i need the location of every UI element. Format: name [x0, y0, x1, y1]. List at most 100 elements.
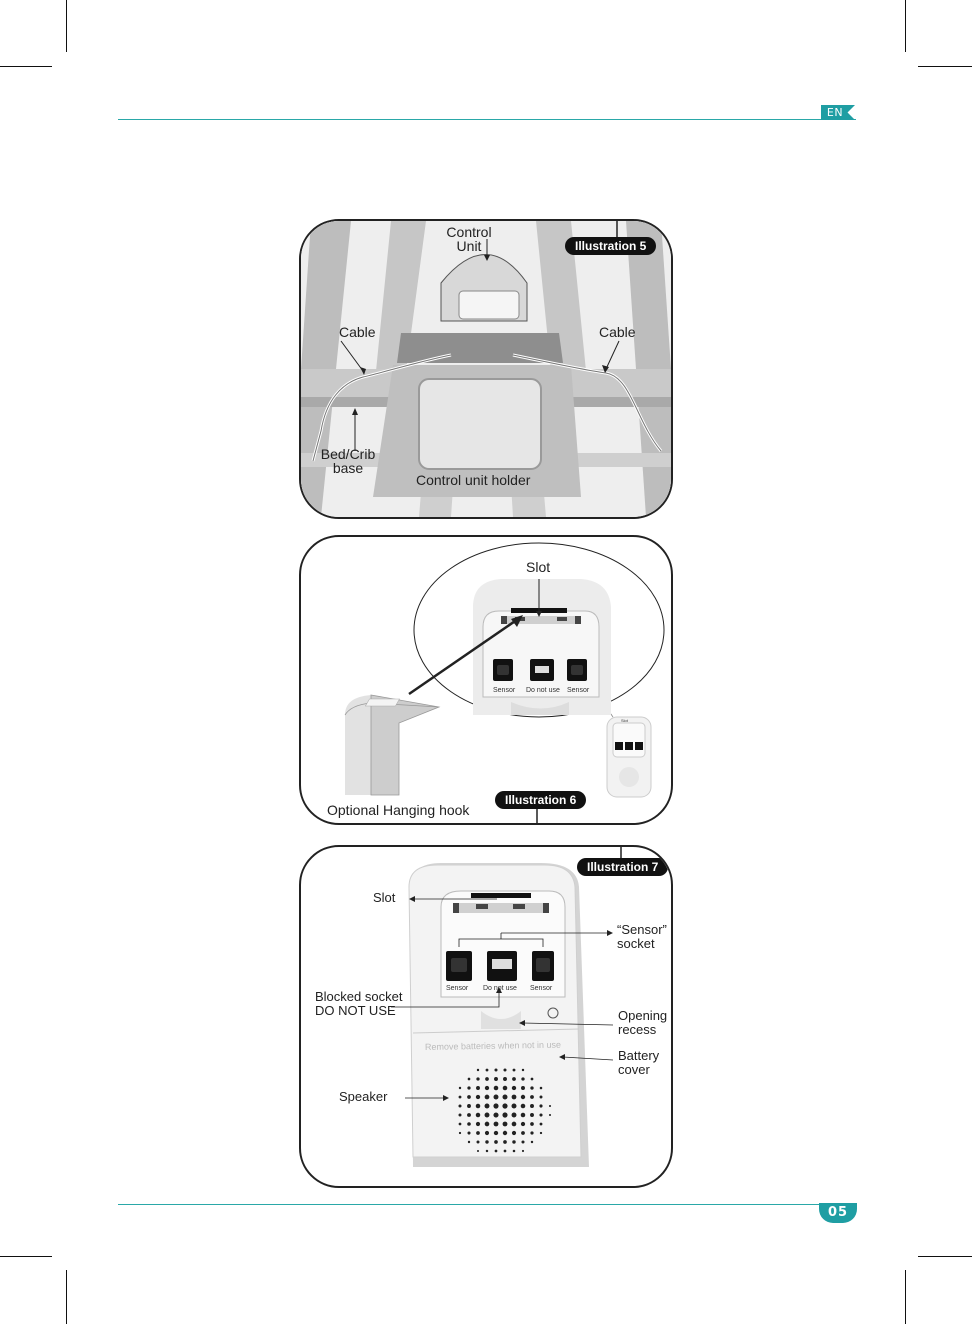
speaker-hole: [511, 1130, 517, 1136]
speaker-hole: [467, 1131, 471, 1135]
speaker-hole: [467, 1122, 471, 1126]
speaker-hole: [485, 1077, 489, 1081]
speaker-hole: [484, 1103, 490, 1109]
hanging-hook-drawing: Sensor Do not use Sensor Slot: [344, 542, 665, 823]
socket-label: Sensor: [567, 687, 590, 694]
speaker-hole: [512, 1077, 516, 1081]
speaker-hole: [485, 1068, 489, 1072]
speaker-hole: [530, 1113, 534, 1117]
speaker-hole: [493, 1130, 499, 1136]
crop-mark: [0, 66, 52, 67]
speaker-hole: [521, 1086, 525, 1090]
speaker-hole: [502, 1112, 508, 1118]
crop-mark: [66, 0, 67, 52]
speaker-hole: [458, 1122, 462, 1126]
header-rule: [118, 119, 856, 120]
speaker-hole: [511, 1094, 517, 1100]
speaker-hole: [458, 1131, 462, 1135]
speaker-hole: [493, 1121, 499, 1127]
illustration-5-panel: Illustration 5 Control Unit Cable Cable …: [299, 219, 673, 519]
speaker-hole: [476, 1086, 480, 1090]
speaker-hole: [521, 1077, 525, 1081]
speaker-hole: [484, 1121, 490, 1127]
speaker-hole: [502, 1130, 508, 1136]
speaker-hole: [539, 1095, 543, 1099]
speaker-hole: [539, 1131, 543, 1135]
footer-rule: [118, 1204, 856, 1205]
speaker-hole: [502, 1103, 508, 1109]
speaker-hole: [539, 1122, 543, 1126]
speaker-hole: [539, 1104, 543, 1108]
speaker-hole: [511, 1121, 517, 1127]
speaker-hole: [485, 1149, 489, 1153]
speaker-hole: [521, 1149, 525, 1153]
illustration-6-panel: Sensor Do not use Sensor Slot Slot Optio…: [299, 535, 673, 825]
speaker-hole: [520, 1094, 526, 1100]
speaker-hole: [476, 1068, 480, 1072]
speaker-hole: [512, 1149, 516, 1153]
speaker-hole: [530, 1104, 534, 1108]
cable-left-label: Cable: [339, 324, 376, 340]
battery-cover-label: Battery cover: [618, 1048, 660, 1077]
slot-label: Slot: [526, 559, 551, 575]
speaker-hole: [476, 1149, 480, 1153]
control-unit-label: Control Unit: [446, 224, 492, 254]
speaker-hole: [494, 1140, 498, 1144]
socket-label: Sensor: [493, 687, 516, 694]
speaker-hole: [512, 1068, 516, 1072]
illustration-7-panel: Sensor Do not use Sensor Remove batterie…: [299, 845, 673, 1188]
speaker-hole: [503, 1068, 507, 1072]
crop-mark: [905, 0, 906, 52]
speaker-hole: [530, 1077, 534, 1081]
speaker-grille: [458, 1068, 552, 1153]
speaker-hole: [520, 1121, 526, 1127]
speaker-hole: [484, 1130, 490, 1136]
speaker-hole: [530, 1131, 534, 1135]
bed-crib-base-label: Bed/Crib base: [320, 446, 376, 476]
small-slot-label: Slot: [621, 718, 629, 723]
speaker-hole: [521, 1131, 525, 1135]
slot-label: Slot: [373, 890, 396, 905]
speaker-hole: [458, 1086, 462, 1090]
remove-batteries-text: Remove batteries when not in use: [425, 1040, 561, 1052]
speaker-hole: [521, 1140, 525, 1144]
speaker-hole: [530, 1086, 534, 1090]
hanging-hook-label: Optional Hanging hook: [327, 802, 470, 818]
socket-label: Sensor: [530, 985, 553, 992]
speaker-hole: [502, 1094, 508, 1100]
speaker-hole: [494, 1077, 498, 1081]
speaker-hole: [458, 1104, 462, 1108]
speaker-hole: [493, 1112, 499, 1118]
crib-holder-drawing: [301, 221, 671, 517]
speaker-hole: [530, 1122, 534, 1126]
speaker-hole: [485, 1140, 489, 1144]
language-tab: EN: [821, 105, 855, 120]
socket-label: Do not use: [526, 687, 560, 694]
speaker-hole: [548, 1104, 552, 1108]
socket-label: Sensor: [446, 985, 469, 992]
speaker-hole: [475, 1094, 481, 1100]
illustration-6-badge: Illustration 6: [495, 791, 587, 809]
speaker-hole: [512, 1140, 516, 1144]
speaker-hole: [494, 1068, 498, 1072]
crop-mark: [918, 1256, 972, 1257]
speaker-hole: [502, 1121, 508, 1127]
speaker-hole: [475, 1103, 481, 1109]
control-unit-holder-label: Control unit holder: [416, 472, 531, 488]
speaker-hole: [467, 1086, 471, 1090]
speaker-hole: [539, 1113, 543, 1117]
speaker-hole: [458, 1095, 462, 1099]
speaker-hole: [539, 1086, 543, 1090]
speaker-hole: [503, 1140, 507, 1144]
speaker-hole: [494, 1149, 498, 1153]
speaker-hole: [467, 1113, 471, 1117]
speaker-hole: [484, 1085, 490, 1091]
speaker-hole: [467, 1095, 471, 1099]
speaker-hole: [521, 1068, 525, 1072]
speaker-hole: [511, 1103, 517, 1109]
speaker-hole: [511, 1085, 517, 1091]
speaker-hole: [467, 1104, 471, 1108]
illustration-5-badge: Illustration 5: [565, 237, 657, 255]
opening-recess-label: Opening recess: [618, 1008, 668, 1037]
speaker-hole: [530, 1140, 534, 1144]
